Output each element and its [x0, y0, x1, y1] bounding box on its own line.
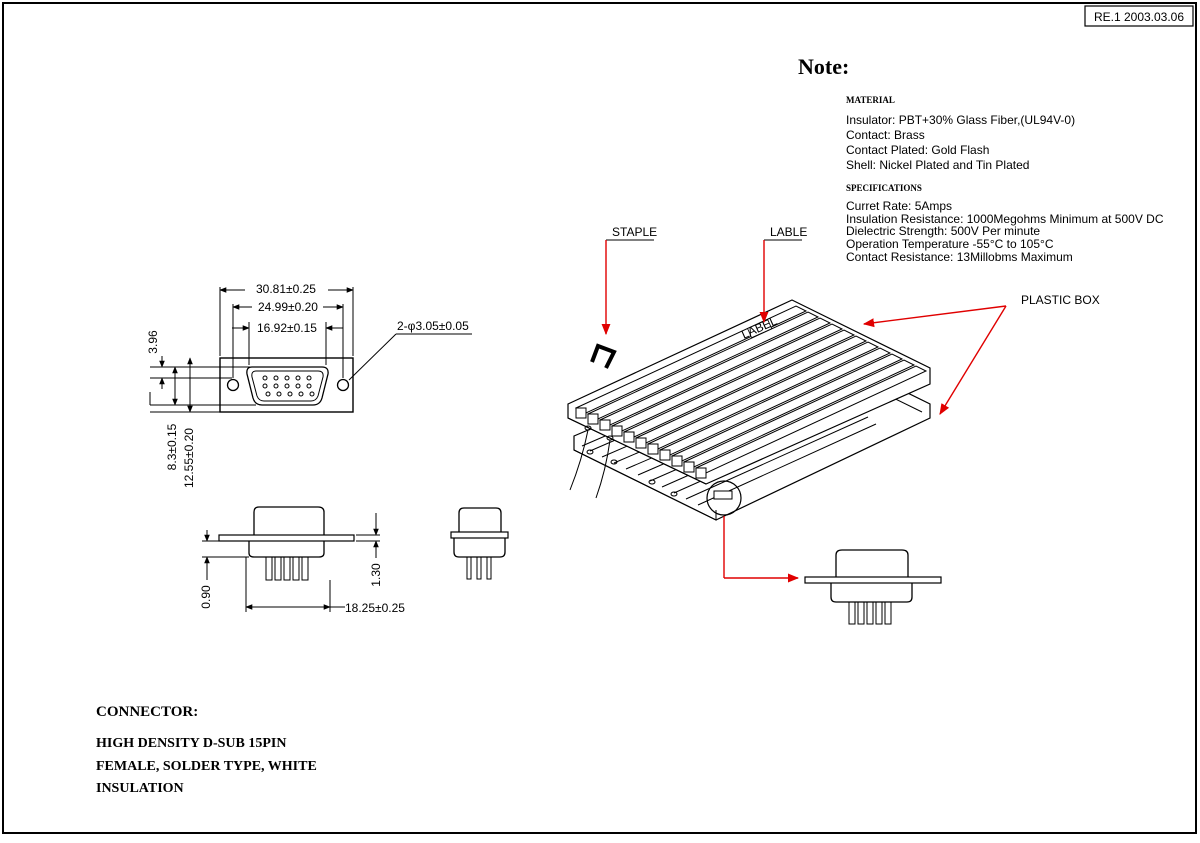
dim-pin-span: 18.25±0.25	[345, 601, 405, 615]
connector-description: CONNECTOR: HIGH DENSITY D-SUB 15PIN FEMA…	[96, 704, 317, 796]
connector-heading: CONNECTOR:	[96, 704, 198, 720]
revision-text: RE.1 2003.03.06	[1094, 10, 1184, 24]
dim-offset-top: 3.96	[146, 330, 160, 354]
spec-line-3: Dielectric Strength: 500V Per minute	[846, 224, 1040, 238]
material-line-1: Insulator: PBT+30% Glass Fiber,(UL94V-0)	[846, 113, 1075, 127]
material-line-3: Contact Plated: Gold Flash	[846, 143, 989, 157]
dim-height-shell: 8.3±0.15	[165, 423, 179, 470]
spec-line-1: Curret Rate: 5Amps	[846, 199, 952, 213]
tray-slots	[574, 305, 928, 474]
plastic-box-callout: PLASTIC BOX	[1021, 293, 1100, 307]
dim-mount-holes: 2-φ3.05±0.05	[397, 319, 469, 333]
connector-line-3: INSULATION	[96, 781, 184, 796]
dim-width-holes: 24.99±0.20	[258, 300, 318, 314]
contact-cavities	[262, 375, 315, 397]
spec-heading: SPECIFICATIONS	[846, 183, 922, 193]
spec-line-2: Insulation Resistance: 1000Megohms Minim…	[846, 212, 1164, 226]
material-line-2: Contact: Brass	[846, 128, 925, 142]
lable-callout: LABLE	[770, 225, 807, 239]
d-shell-outer	[246, 366, 329, 406]
staple-callout: STAPLE	[612, 225, 657, 239]
revision-block: RE.1 2003.03.06	[1084, 5, 1194, 27]
connector-line-2: FEMALE, SOLDER TYPE, WHITE	[96, 759, 317, 774]
spec-line-5: Contact Resistance: 13Millobms Maximum	[846, 250, 1073, 264]
connector-end-view	[450, 507, 509, 580]
connector-line-1: HIGH DENSITY D-SUB 15PIN	[96, 736, 286, 751]
note-block: Note: MATERIAL Insulator: PBT+30% Glass …	[798, 54, 1164, 264]
dim-flange-thickness: 0.90	[199, 585, 213, 609]
staple	[590, 343, 617, 369]
connector-side-view: 18.25±0.25 1.30 0.90	[199, 506, 405, 615]
note-title: Note:	[798, 54, 849, 79]
material-line-4: Shell: Nickel Plated and Tin Plated	[846, 158, 1029, 172]
spec-line-4: Operation Temperature -55°C to 105°C	[846, 237, 1054, 251]
connector-front-view: 30.81±0.25 24.99±0.20 16.92±0.15 2-φ3.05…	[146, 282, 472, 488]
mount-hole-left	[226, 378, 240, 392]
connector-detail-view	[804, 549, 942, 625]
packaging-isometric: LABEL	[567, 299, 931, 521]
detail-circle	[706, 480, 742, 516]
d-shell-inner	[251, 370, 324, 402]
dim-width-shell: 16.92±0.15	[257, 321, 317, 335]
material-heading: MATERIAL	[846, 95, 895, 105]
front-flange	[219, 357, 354, 413]
dim-tail-length: 1.30	[369, 563, 383, 587]
callouts: STAPLE LABLE PLASTIC BOX	[601, 225, 1100, 583]
dim-height-flange: 12.55±0.20	[182, 428, 196, 488]
dim-width-overall: 30.81±0.25	[256, 282, 316, 296]
mount-hole-right	[336, 378, 350, 392]
